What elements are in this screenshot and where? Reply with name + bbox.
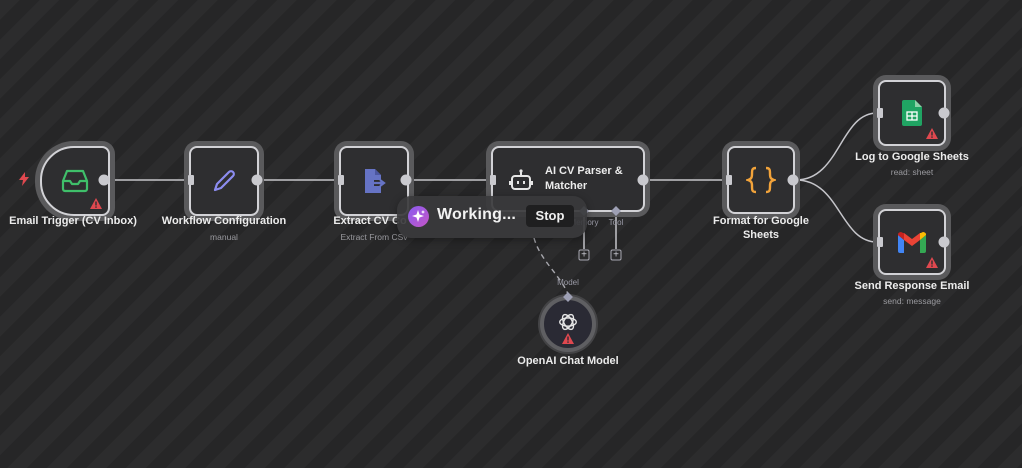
input-handle[interactable] xyxy=(726,175,732,185)
node-label: Email Trigger (CV Inbox) xyxy=(9,215,137,227)
edge-format-to-email xyxy=(795,179,878,243)
node-title: AI CV Parser & Matcher xyxy=(545,164,623,194)
output-handle[interactable] xyxy=(637,174,649,186)
sparkle-icon xyxy=(408,206,429,227)
node-sublabel: manual xyxy=(210,232,238,242)
gmail-icon xyxy=(898,232,926,253)
output-handle[interactable] xyxy=(787,174,799,186)
node-title-line1: AI CV Parser & xyxy=(545,165,623,177)
node-sublabel: Extract From CSv xyxy=(340,232,408,242)
file-export-icon xyxy=(365,169,386,193)
node-label: Log to Google Sheets xyxy=(855,151,969,163)
node-label: Format for Google Sheets xyxy=(713,214,809,242)
node-sublabel: send: message xyxy=(883,296,941,306)
node-send-response-email[interactable] xyxy=(878,209,946,275)
google-sheets-icon xyxy=(902,100,922,126)
trigger-bolt-icon xyxy=(19,172,29,186)
node-sublabel: read: sheet xyxy=(890,167,934,177)
inbox-icon xyxy=(61,169,89,193)
stop-button[interactable]: Stop xyxy=(526,205,574,227)
port-label-model: Model xyxy=(557,278,579,287)
warning-icon[interactable] xyxy=(926,128,938,139)
node-title-line2: Matcher xyxy=(545,180,588,192)
node-log-to-google-sheets[interactable] xyxy=(878,80,946,146)
braces-icon xyxy=(746,166,776,194)
node-format-for-google-sheets[interactable] xyxy=(727,146,795,214)
warning-icon[interactable] xyxy=(926,257,938,268)
openai-icon xyxy=(559,313,577,330)
node-label: Extract CV Co xyxy=(333,215,407,227)
edge-format-to-sheets xyxy=(795,112,878,181)
input-handle[interactable] xyxy=(877,108,883,118)
warning-icon[interactable] xyxy=(90,198,102,209)
node-label: Send Response Email xyxy=(854,280,970,292)
working-indicator: Working... Stop xyxy=(397,196,587,238)
robot-icon xyxy=(509,169,533,190)
input-handle[interactable] xyxy=(877,237,883,247)
input-handle[interactable] xyxy=(188,175,194,185)
node-label: OpenAI Chat Model xyxy=(517,355,619,367)
output-handle[interactable] xyxy=(938,236,950,248)
output-handle[interactable] xyxy=(938,107,950,119)
warning-icon[interactable] xyxy=(562,333,574,344)
input-handle[interactable] xyxy=(338,175,344,185)
working-text: Working... xyxy=(437,206,517,223)
node-openai-chat-model[interactable] xyxy=(540,296,596,352)
input-handle[interactable] xyxy=(490,175,496,185)
pencil-icon xyxy=(213,170,235,192)
node-label-line1: Format for Google xyxy=(713,215,809,227)
output-handle[interactable] xyxy=(98,174,110,186)
output-handle[interactable] xyxy=(400,174,412,186)
port-label-tool: Tool xyxy=(608,218,624,227)
add-tool-button[interactable]: + xyxy=(610,249,622,261)
add-memory-button[interactable]: + xyxy=(578,249,590,261)
node-label-line2: Sheets xyxy=(742,229,780,241)
node-workflow-configuration[interactable] xyxy=(189,146,259,216)
node-label: Workflow Configuration xyxy=(161,215,287,227)
output-handle[interactable] xyxy=(251,174,263,186)
